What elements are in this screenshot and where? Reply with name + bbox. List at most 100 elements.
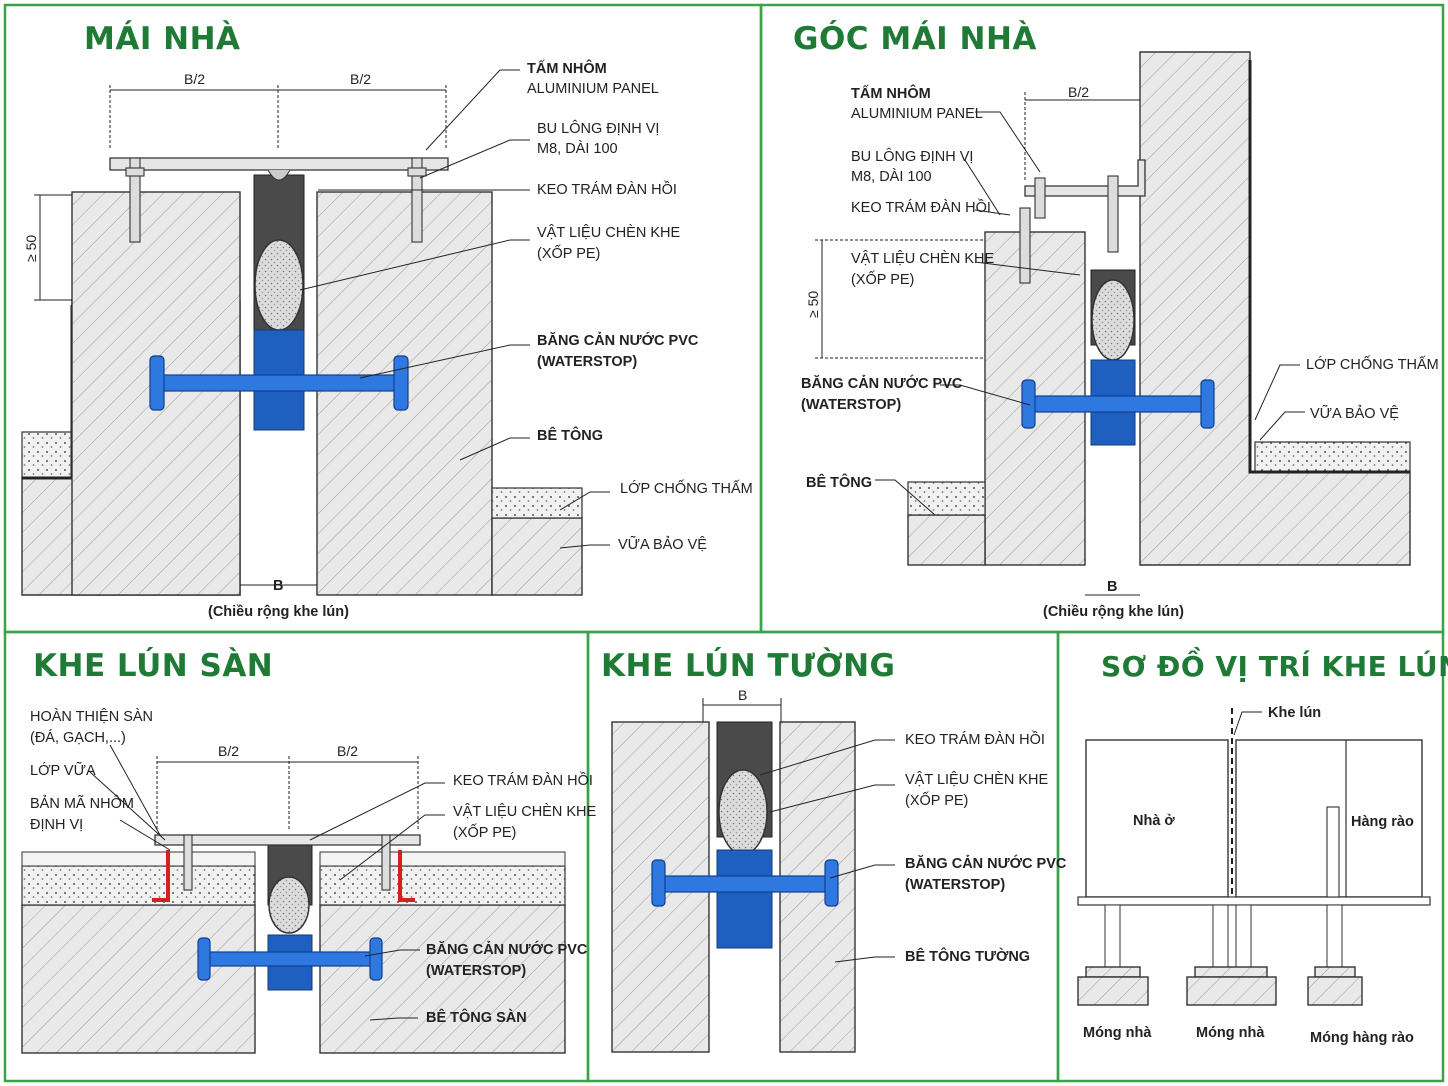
label-house: Nhà ở — [1133, 813, 1175, 829]
wall-tall — [1139, 51, 1411, 566]
label-filler-2-corner: (XỐP PE) — [851, 270, 914, 288]
dim-b-corner: B — [1107, 579, 1117, 595]
mortar-layer-right — [319, 865, 566, 906]
label-filler-1: VẬT LIỆU CHÈN KHE — [537, 224, 680, 241]
label-waterproof: LỚP CHỐNG THẤM — [620, 479, 753, 497]
label-waterstop-1-floor: BĂNG CẢN NƯỚC PVC — [426, 940, 588, 958]
plate-right — [398, 850, 415, 902]
label-bolt-1-corner: BU LÔNG ĐỊNH VỊ — [851, 148, 973, 165]
dim-b-caption-corner: (Chiều rộng khe lún) — [1043, 604, 1184, 620]
label-filler-1-wall: VẬT LIỆU CHÈN KHE — [905, 771, 1048, 788]
label-mortar-corner: VỮA BẢO VỆ — [1310, 405, 1399, 422]
label-foundation-1: Móng nhà — [1083, 1025, 1152, 1041]
slab-right — [319, 904, 566, 1054]
label-panel-en-corner: ALUMINIUM PANEL — [851, 106, 983, 122]
panel-mai-nha: MÁI NHÀ B/2 B/2 — [21, 21, 753, 620]
label-filler-2: (XỐP PE) — [537, 244, 600, 262]
label-panel-vi: TẤM NHÔM — [527, 59, 607, 77]
panel-khe-lun-san: KHE LÚN SÀN B/2 B/2 — [21, 647, 596, 1054]
panel-so-do: SƠ ĐỒ VỊ TRÍ KHE LÚN Khe lún Nhà ở Hàng … — [1077, 645, 1448, 1046]
label-waterstop-2: (WATERSTOP) — [537, 354, 637, 370]
label-joint: Khe lún — [1268, 705, 1321, 721]
label-waterstop-2-wall: (WATERSTOP) — [905, 877, 1005, 893]
waterproof-corner — [1248, 60, 1410, 474]
panel-goc-mai-nha: GÓC MÁI NHÀ B/2 ≥ 50 B (Chiều rộng khe l… — [793, 20, 1439, 620]
column-2 — [1212, 904, 1229, 968]
label-filler-2-wall: (XỐP PE) — [905, 791, 968, 809]
ground-beam — [1077, 896, 1431, 906]
label-plate-2: ĐỊNH VỊ — [30, 817, 83, 833]
dim-b2-left-floor: B/2 — [218, 743, 239, 759]
label-sealant: KEO TRÁM ĐÀN HỒI — [537, 180, 677, 198]
label-mortar: VỮA BẢO VỆ — [618, 536, 707, 553]
footing-2 — [1186, 976, 1277, 1006]
waterstop-end-right — [393, 355, 409, 411]
label-filler-2-floor: (XỐP PE) — [453, 823, 516, 841]
label-panel-en: ALUMINIUM PANEL — [527, 81, 659, 97]
label-mortar-layer: LỚP VỮA — [30, 762, 96, 779]
label-waterproof-corner: LỚP CHỐNG THẤM — [1306, 355, 1439, 373]
label-sealant-wall: KEO TRÁM ĐÀN HỒI — [905, 730, 1045, 748]
panel-title-mai-nha: MÁI NHÀ — [84, 21, 241, 57]
dim-b2-left: B/2 — [184, 71, 205, 87]
aluminium-panel-floor — [154, 834, 421, 846]
fence-post — [1326, 806, 1340, 898]
label-sealant-corner: KEO TRÁM ĐÀN HỒI — [851, 198, 991, 216]
mortar-left — [21, 431, 73, 479]
panel-khe-lun-tuong: KHE LÚN TƯỜNG B KEO TRÁM ĐÀN HỒI VẬT LIỆ… — [601, 647, 1067, 1053]
dim-height: ≥ 50 — [23, 235, 39, 262]
label-fence: Hàng rào — [1351, 814, 1414, 830]
waterstop-end-left — [149, 355, 165, 411]
dim-height-corner: ≥ 50 — [805, 291, 821, 318]
waterstop-bar-floor — [204, 951, 376, 967]
plate-left — [152, 850, 170, 902]
footing-3 — [1307, 976, 1363, 1006]
label-plate-1: BẢN MÃ NHÔM — [30, 795, 134, 812]
mortar-layer-left — [21, 865, 256, 906]
label-bolt-2: M8, DÀI 100 — [537, 140, 618, 157]
waterstop-bar-wall — [659, 875, 831, 893]
label-panel-vi-corner: TẤM NHÔM — [851, 84, 931, 102]
dim-b-caption: (Chiều rộng khe lún) — [208, 604, 349, 620]
pe-foam-wall — [718, 769, 768, 855]
label-waterstop-1-wall: BĂNG CẢN NƯỚC PVC — [905, 854, 1067, 872]
label-concrete-wall: BÊ TÔNG TƯỜNG — [905, 947, 1030, 965]
label-waterstop-2-floor: (WATERSTOP) — [426, 963, 526, 979]
label-waterstop-1-corner: BĂNG CẢN NƯỚC PVC — [801, 374, 963, 392]
label-bolt-2-corner: M8, DÀI 100 — [851, 168, 932, 185]
label-filler-1-floor: VẬT LIỆU CHÈN KHE — [453, 803, 596, 820]
label-concrete: BÊ TÔNG — [537, 426, 603, 444]
dim-b2-right-floor: B/2 — [337, 743, 358, 759]
label-foundation-2: Móng nhà — [1196, 1025, 1265, 1041]
column-4 — [1326, 904, 1343, 968]
bolt-left — [129, 157, 141, 243]
panel-frame-so-do — [1056, 630, 1445, 1083]
label-concrete-corner: BÊ TÔNG — [806, 473, 872, 491]
label-sealant-floor: KEO TRÁM ĐÀN HỒI — [453, 771, 593, 789]
panel-title-goc-mai-nha: GÓC MÁI NHÀ — [793, 20, 1037, 57]
label-finish-2: (ĐÁ, GẠCH,...) — [30, 729, 126, 746]
dim-b-wall: B — [738, 687, 747, 703]
aluminium-panel — [109, 157, 449, 171]
dim-b: B — [273, 578, 283, 594]
footing-1 — [1077, 976, 1149, 1006]
panel-title-so-do: SƠ ĐỒ VỊ TRÍ KHE LÚN — [1101, 645, 1448, 683]
pe-foam — [254, 239, 304, 331]
dim-b2-corner: B/2 — [1068, 84, 1089, 100]
label-concrete-floor: BÊ TÔNG SÀN — [426, 1008, 527, 1026]
column-3 — [1235, 904, 1252, 968]
mortar-right — [491, 487, 583, 519]
label-finish-1: HOÀN THIỆN SÀN — [30, 708, 153, 725]
label-bolt-1: BU LÔNG ĐỊNH VỊ — [537, 120, 659, 137]
label-foundation-3: Móng hàng rào — [1310, 1030, 1414, 1046]
bolt-right — [411, 157, 423, 243]
mortar-corner — [1254, 441, 1411, 473]
label-waterstop-1: BĂNG CẢN NƯỚC PVC — [537, 331, 699, 349]
pe-foam-corner — [1091, 279, 1135, 361]
label-filler-1-corner: VẬT LIỆU CHÈN KHE — [851, 250, 994, 267]
panel-title-khe-lun-tuong: KHE LÚN TƯỜNG — [601, 647, 896, 684]
pe-foam-floor — [268, 876, 310, 934]
waterstop-bar-corner — [1029, 395, 1206, 413]
column-1 — [1104, 904, 1121, 968]
